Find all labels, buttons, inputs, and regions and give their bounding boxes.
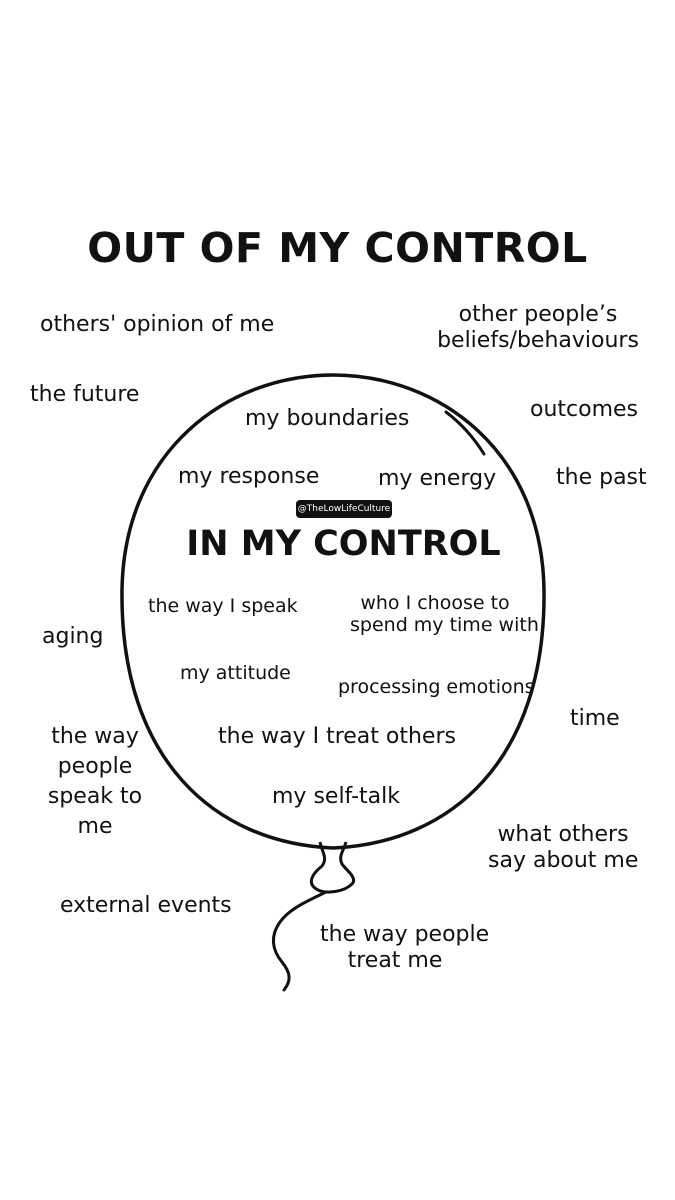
label-beliefs-line2: beliefs/behaviours xyxy=(437,327,639,353)
label-speak-line3: speak to xyxy=(47,783,143,809)
label-way-people-treat: the way people treat me xyxy=(320,922,490,974)
label-speak-line1: the way xyxy=(51,724,139,749)
label-the-way-i-speak: the way I speak xyxy=(148,595,298,617)
label-the-future: the future xyxy=(30,382,140,407)
label-others-opinion: others' opinion of me xyxy=(40,312,275,337)
label-speak-line2: people xyxy=(57,753,133,779)
label-way-i-treat-others: the way I treat others xyxy=(218,724,456,749)
label-treat-line2: treat me xyxy=(347,947,443,973)
poster-card xyxy=(0,212,675,992)
balloon-outline xyxy=(120,373,546,850)
balloon-shine xyxy=(444,410,486,456)
label-way-people-speak: the way people speak to me xyxy=(40,722,150,842)
label-my-self-talk: my self-talk xyxy=(272,784,400,809)
label-say-line2: say about me xyxy=(488,847,639,873)
label-outcomes: outcomes xyxy=(530,397,639,422)
label-treat-line1: the way people xyxy=(320,922,490,947)
label-choose-line2: spend my time with xyxy=(350,614,539,637)
label-speak-line4: me xyxy=(77,813,113,839)
label-external-events: external events xyxy=(60,893,232,918)
label-my-energy: my energy xyxy=(378,466,497,491)
label-beliefs-line1: other people’s xyxy=(458,302,618,327)
label-choose-line1: who I choose to xyxy=(360,592,510,614)
label-the-past: the past xyxy=(556,465,647,490)
label-my-response: my response xyxy=(178,464,320,489)
watermark-handle: @TheLowLifeCulture xyxy=(296,500,392,518)
label-my-boundaries: my boundaries xyxy=(245,406,410,431)
balloon-string xyxy=(272,890,328,992)
label-what-others-say: what others say about me xyxy=(488,822,638,874)
label-processing-emotions: processing emotions xyxy=(338,676,535,698)
label-who-i-choose: who I choose to spend my time with xyxy=(350,592,539,637)
title-in-my-control: IN MY CONTROL xyxy=(186,524,501,564)
label-say-line1: what others xyxy=(497,822,629,847)
label-time: time xyxy=(570,706,620,731)
title-out-of-my-control: OUT OF MY CONTROL xyxy=(87,224,588,272)
balloon-knot xyxy=(309,841,356,894)
label-beliefs: other people’s beliefs/behaviours xyxy=(420,302,656,354)
label-aging: aging xyxy=(42,624,104,649)
label-my-attitude: my attitude xyxy=(180,662,291,684)
